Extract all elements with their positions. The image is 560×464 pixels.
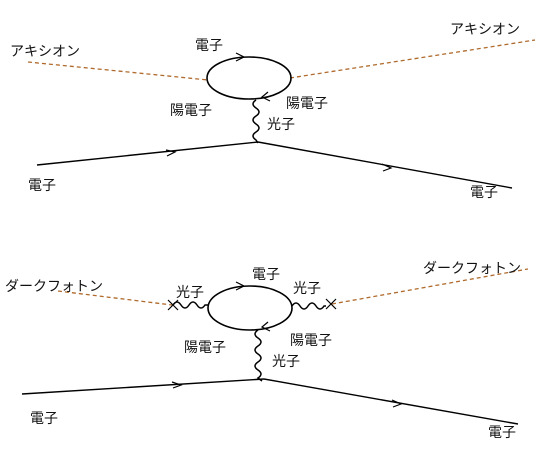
- photon-label-left: 光子: [176, 285, 204, 301]
- incoming-electron-line-bottom: [21, 378, 265, 395]
- axion-line-left: [27, 61, 209, 81]
- diagram-bottom: ダークフォトン ダークフォトン 光子 光子 電子 陽電子 陽電子 光子 電子 電…: [5, 261, 529, 441]
- loop-electron-label: 電子: [195, 38, 223, 54]
- darkphoton-label-left: ダークフォトン: [5, 279, 103, 295]
- loop-arrow-bottom-bottom: [260, 321, 271, 332]
- electron-loop-bottom: [207, 285, 293, 331]
- incoming-electron-label: 電子: [28, 178, 56, 194]
- outgoing-electron-label-bottom: 電子: [488, 425, 516, 441]
- positron-label-left: 陽電子: [170, 103, 212, 119]
- electron-loop: [206, 56, 292, 100]
- outgoing-electron-label: 電子: [470, 185, 498, 201]
- diagram-top: アキシオン アキシオン 電子 陽電子 陽電子 光子 電子 電子: [10, 22, 536, 201]
- cross-vertex-right-icon: [325, 298, 337, 310]
- outgoing-electron-arrow: [381, 163, 393, 172]
- incoming-electron-arrow-bottom: [171, 381, 183, 389]
- axion-line-right: [289, 39, 536, 79]
- photon-wave-right: [291, 302, 326, 310]
- positron-label-right: 陽電子: [286, 96, 328, 112]
- loop-arrow-top-bottom: [235, 281, 246, 291]
- incoming-electron-line: [36, 141, 259, 166]
- photon-label: 光子: [267, 117, 295, 133]
- photon-wave-left: [172, 301, 209, 309]
- axion-label-left: アキシオン: [10, 44, 80, 60]
- loop-arrow-bottom: [260, 91, 271, 102]
- axion-label-right: アキシオン: [450, 22, 520, 38]
- incoming-electron-label-bottom: 電子: [30, 411, 58, 427]
- darkphoton-label-right: ダークフォトン: [423, 261, 521, 277]
- photon-label-right: 光子: [293, 281, 321, 297]
- photon-line-top: [252, 99, 260, 144]
- loop-electron-label-bottom: 電子: [252, 267, 280, 283]
- outgoing-electron-arrow-bottom: [391, 399, 403, 408]
- darkphoton-line-right: [331, 268, 529, 305]
- photon-line-vertical: [254, 329, 263, 382]
- incoming-electron-arrow: [165, 149, 177, 157]
- loop-arrow-top: [235, 52, 246, 62]
- darkphoton-line-left: [57, 290, 173, 306]
- positron-label-right-bottom: 陽電子: [290, 333, 332, 349]
- photon-label-vertical: 光子: [272, 354, 300, 370]
- positron-label-left-bottom: 陽電子: [184, 340, 226, 356]
- outgoing-electron-line-bottom: [263, 378, 519, 425]
